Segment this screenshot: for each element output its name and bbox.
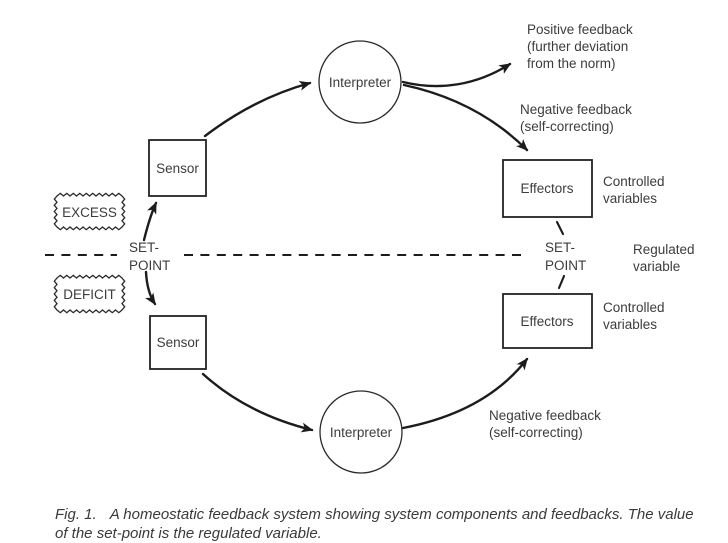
edge-interpreter-bottom-to-effectors-bottom (401, 357, 529, 430)
positive-feedback-label: Positive feedback (further deviation fro… (527, 22, 633, 71)
diagram-canvas: Sensor Sensor Interpreter Interpreter Ef… (45, 22, 695, 474)
sensor-bottom-label: Sensor (157, 335, 200, 350)
negative-feedback-bottom-line1: Negative feedback (489, 408, 601, 423)
setpoint-right-line1: SET- (545, 240, 575, 255)
excess-label: EXCESS (62, 205, 117, 220)
controlled-variables-bottom-label: Controlled variables (603, 300, 665, 332)
positive-feedback-line2: (further deviation (527, 39, 628, 54)
controlled-variables-top-label: Controlled variables (603, 174, 665, 206)
edge-interpreter-top-to-positive-feedback (401, 62, 512, 88)
sensor-top-box (148, 139, 207, 197)
negative-feedback-bottom-label: Negative feedback (self-correcting) (489, 408, 601, 440)
effectors-bottom-label: Effectors (520, 314, 573, 329)
interpreter-top-label: Interpreter (329, 75, 392, 90)
figure-caption: Fig. 1.A homeostatic feedback system sho… (55, 506, 707, 543)
negative-feedback-top-label: Negative feedback (self-correcting) (520, 102, 632, 134)
controlled-variables-bottom-line2: variables (603, 317, 657, 332)
deficit-zigzag-border (53, 274, 126, 314)
regulated-variable-line1: Regulated (633, 242, 695, 257)
positive-feedback-line1: Positive feedback (527, 22, 633, 37)
edge-sensor-bottom-to-interpreter-bottom (201, 372, 314, 433)
setpoint-right-line2: POINT (545, 258, 586, 273)
effectors-top-label: Effectors (520, 181, 573, 196)
effectors-top-box (502, 159, 593, 218)
positive-feedback-line3: from the norm) (527, 56, 616, 71)
controlled-variables-top-line1: Controlled (603, 174, 665, 189)
controlled-variables-top-line2: variables (603, 191, 657, 206)
negative-feedback-bottom-line2: (self-correcting) (489, 425, 583, 440)
effectors-bottom-box (502, 293, 593, 349)
setpoint-right-label: SET- POINT (545, 240, 586, 273)
regulated-variable-label: Regulated variable (633, 242, 695, 274)
edge-interpreter-top-to-effectors-top (402, 83, 529, 152)
figure-caption-text: A homeostatic feedback system showing sy… (55, 506, 694, 542)
edge-setpoint-to-sensor-bottom (144, 270, 157, 306)
negative-feedback-top-line1: Negative feedback (520, 102, 632, 117)
interpreter-bottom-label: Interpreter (330, 425, 393, 440)
setpoint-left-line1: SET- (129, 240, 159, 255)
interpreter-top-circle (318, 40, 402, 124)
tick-setpoint-to-effectors-bottom (557, 274, 566, 290)
edge-setpoint-to-sensor-top (142, 201, 158, 242)
setpoint-left-line2: POINT (129, 258, 170, 273)
edge-sensor-top-to-interpreter-top (203, 80, 312, 138)
tick-effectors-top-to-setpoint (555, 220, 565, 236)
deficit-label: DEFICIT (63, 287, 116, 302)
sensor-top-label: Sensor (156, 161, 199, 176)
excess-zigzag-border (53, 192, 126, 231)
figure-caption-number: Fig. 1. (55, 506, 97, 523)
sensor-bottom-box (149, 315, 207, 370)
interpreter-bottom-circle (319, 390, 403, 474)
controlled-variables-bottom-line1: Controlled (603, 300, 665, 315)
regulated-variable-line2: variable (633, 259, 680, 274)
setpoint-left-label: SET- POINT (129, 240, 170, 273)
negative-feedback-top-line2: (self-correcting) (520, 119, 614, 134)
